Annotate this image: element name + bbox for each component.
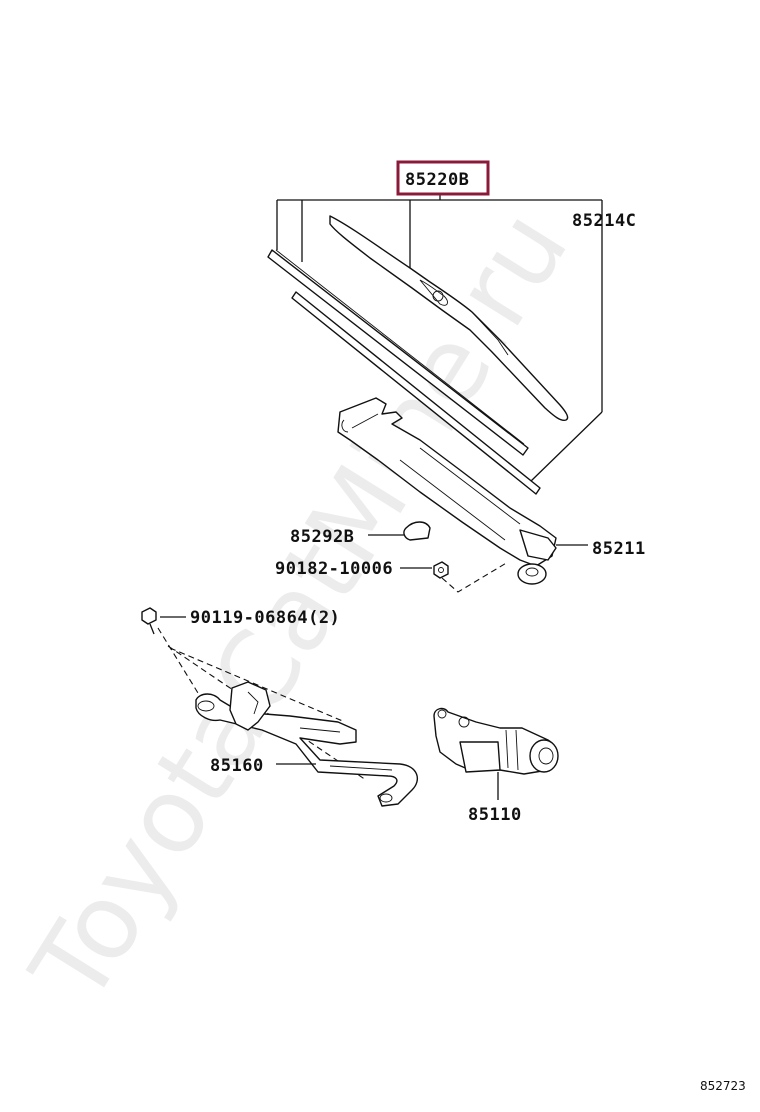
wiper-link bbox=[195, 681, 419, 807]
bracket-lines bbox=[276, 194, 603, 483]
wiper-blade-short bbox=[329, 215, 569, 421]
figure-code: 852723 bbox=[700, 1079, 746, 1093]
bolt bbox=[141, 607, 157, 635]
wiper-motor bbox=[433, 707, 559, 775]
part-label-85160[interactable]: 85160 bbox=[210, 756, 264, 776]
nut-to-arm-line bbox=[441, 561, 509, 593]
part-label-85214c[interactable]: 85214C bbox=[572, 211, 636, 231]
part-label-85292b[interactable]: 85292B bbox=[290, 527, 354, 547]
wiper-arm-cap bbox=[403, 521, 431, 541]
wiper-blade-long bbox=[267, 249, 541, 495]
part-label-85110[interactable]: 85110 bbox=[468, 805, 522, 825]
highlight-box bbox=[396, 160, 490, 196]
watermark: ToyotaCatMine.ru bbox=[7, 190, 591, 1024]
wiper-arm bbox=[337, 397, 557, 585]
bolt-to-link-lines bbox=[157, 627, 367, 781]
leader-lines bbox=[160, 534, 588, 800]
part-label-85220b[interactable]: 85220B bbox=[405, 170, 469, 190]
nut bbox=[433, 561, 449, 579]
part-label-85211[interactable]: 85211 bbox=[592, 539, 646, 559]
part-label-90182-10006[interactable]: 90182-10006 bbox=[275, 559, 393, 579]
part-label-90119-06864[interactable]: 90119-06864(2) bbox=[190, 608, 340, 628]
